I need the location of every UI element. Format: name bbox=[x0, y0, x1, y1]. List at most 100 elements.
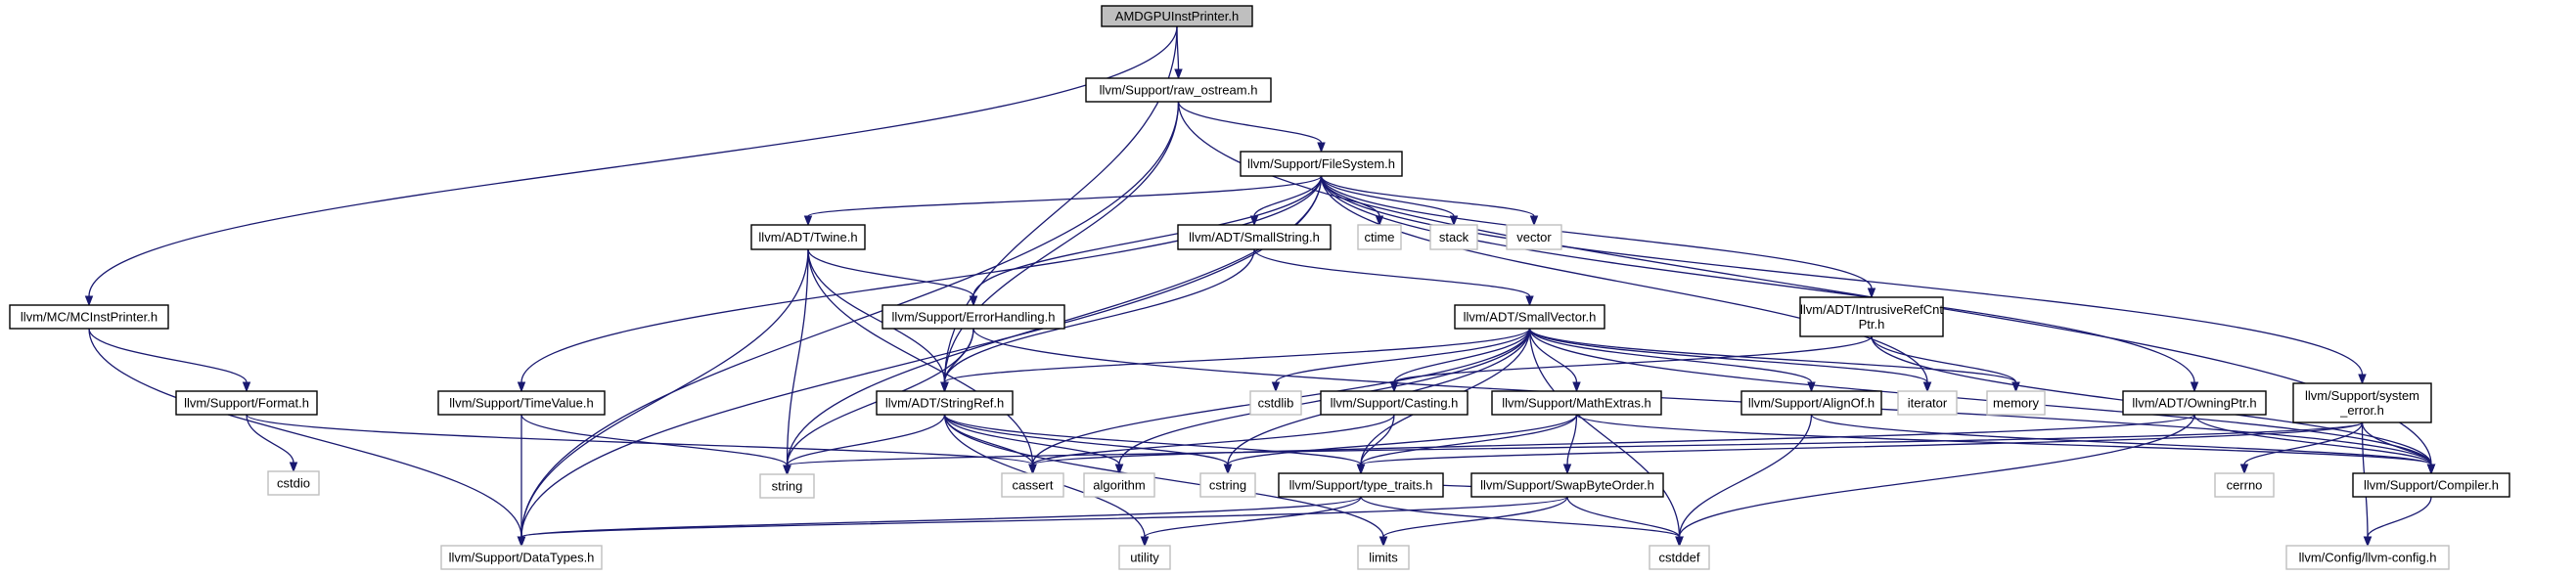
node-errorhandling[interactable]: llvm/Support/ErrorHandling.h bbox=[881, 304, 1065, 330]
node-label: llvm/Support/ErrorHandling.h bbox=[892, 310, 1056, 325]
node-box bbox=[1897, 390, 1958, 416]
edge-arrowhead bbox=[242, 381, 251, 393]
node-label: llvm/ADT/StringRef.h bbox=[885, 396, 1004, 411]
node-stack: stack bbox=[1429, 224, 1478, 250]
node-box bbox=[1506, 224, 1562, 250]
edge-arrowhead bbox=[940, 381, 949, 393]
node-box bbox=[267, 470, 320, 496]
node-string: string bbox=[759, 473, 815, 499]
node-filesystem[interactable]: llvm/Support/FileSystem.h bbox=[1240, 151, 1403, 177]
edge-line bbox=[1320, 175, 1535, 217]
edge-line bbox=[807, 248, 946, 383]
edge-type_traits-to-utility bbox=[1140, 496, 1362, 548]
edge-line bbox=[520, 101, 1180, 538]
edge-arrowhead bbox=[1174, 68, 1183, 80]
node-smallvector[interactable]: llvm/ADT/SmallVector.h bbox=[1454, 304, 1605, 330]
edge-line bbox=[2243, 421, 2364, 465]
node-casting[interactable]: llvm/Support/Casting.h bbox=[1320, 390, 1469, 416]
edge-line bbox=[1227, 414, 1578, 465]
edge-line bbox=[943, 414, 1229, 465]
edge-line bbox=[1320, 175, 2195, 383]
node-label: memory bbox=[1993, 396, 2039, 411]
node-box bbox=[175, 390, 318, 416]
edge-arrowhead bbox=[1529, 215, 1539, 227]
node-box bbox=[759, 473, 815, 499]
edge-line bbox=[1382, 496, 1568, 538]
edge-line bbox=[1528, 328, 1928, 383]
node-box bbox=[2292, 382, 2432, 423]
edge-line bbox=[786, 248, 809, 466]
edge-filesystem-to-system_error bbox=[1320, 175, 2367, 385]
node-box bbox=[1101, 5, 1253, 27]
edge-mathextras-to-compiler bbox=[1575, 414, 2436, 475]
node-box bbox=[1357, 224, 1402, 250]
edge-arrowhead bbox=[1572, 381, 1581, 393]
node-format[interactable]: llvm/Support/Format.h bbox=[175, 390, 318, 416]
node-datatypes: llvm/Support/DataTypes.h bbox=[440, 545, 603, 570]
node-raw_ostream[interactable]: llvm/Support/raw_ostream.h bbox=[1085, 77, 1272, 103]
node-label: llvm/ADT/OwningPtr.h bbox=[2132, 396, 2256, 411]
edge-line bbox=[1031, 414, 2195, 465]
edge-format-to-cstdio bbox=[246, 414, 298, 473]
edge-arrowhead bbox=[1675, 536, 1684, 548]
node-smallstring[interactable]: llvm/ADT/SmallString.h bbox=[1177, 224, 1332, 250]
edge-stringref-to-algorithm bbox=[943, 414, 1124, 475]
edge-arrowhead bbox=[783, 465, 791, 476]
node-mathextras[interactable]: llvm/Support/MathExtras.h bbox=[1491, 390, 1662, 416]
node-label: ctime bbox=[1364, 230, 1394, 244]
node-box bbox=[1001, 472, 1064, 498]
edge-filesystem-to-smallstring bbox=[1249, 175, 1323, 227]
edge-line bbox=[1360, 496, 1681, 538]
edge-line bbox=[1360, 414, 1578, 465]
node-twine[interactable]: llvm/ADT/Twine.h bbox=[750, 224, 866, 250]
node-label: llvm/Support/Format.h bbox=[184, 396, 309, 411]
node-system_error[interactable]: llvm/Support/system_error.h bbox=[2292, 382, 2432, 423]
edge-line bbox=[88, 25, 1178, 297]
node-label: cstdlib bbox=[1258, 396, 1294, 411]
edge-line bbox=[943, 414, 1362, 465]
edge-root-to-mcinstprinter bbox=[84, 25, 1178, 307]
node-timevalue[interactable]: llvm/Support/TimeValue.h bbox=[437, 390, 606, 416]
edge-arrowhead bbox=[969, 295, 978, 307]
node-alignof[interactable]: llvm/Support/AlignOf.h bbox=[1740, 390, 1882, 416]
node-swapbyteorder[interactable]: llvm/Support/SwapByteOrder.h bbox=[1470, 472, 1664, 498]
node-compiler[interactable]: llvm/Support/Compiler.h bbox=[2352, 472, 2510, 498]
node-mcinstprinter[interactable]: llvm/MC/MCInstPrinter.h bbox=[9, 304, 169, 330]
edge-line bbox=[807, 175, 1323, 217]
node-label: llvm/Support/SwapByteOrder.h bbox=[1480, 478, 1654, 493]
node-label: string bbox=[772, 479, 803, 494]
node-stringref[interactable]: llvm/ADT/StringRef.h bbox=[876, 390, 1014, 416]
node-box bbox=[2122, 390, 2267, 416]
edge-line bbox=[786, 414, 946, 466]
node-label: llvm/Support/type_traits.h bbox=[1289, 478, 1433, 493]
edge-mathextras-to-swapbyteorder bbox=[1562, 414, 1578, 475]
edge-arrowhead bbox=[517, 536, 526, 548]
node-ctime: ctime bbox=[1357, 224, 1402, 250]
node-label: cstddef bbox=[1659, 551, 1700, 565]
node-box bbox=[1740, 390, 1882, 416]
edge-line bbox=[1253, 175, 1323, 217]
node-box bbox=[1986, 390, 2046, 416]
edge-line bbox=[1253, 248, 1531, 297]
node-label: _error.h bbox=[2339, 403, 2384, 418]
nodes-layer: AMDGPUInstPrinter.h llvm/Support/raw_ostr… bbox=[9, 5, 2510, 570]
node-root: AMDGPUInstPrinter.h bbox=[1101, 5, 1253, 27]
edge-line bbox=[1528, 328, 2017, 383]
node-type_traits[interactable]: llvm/Support/type_traits.h bbox=[1278, 472, 1444, 498]
node-algorithm: algorithm bbox=[1083, 472, 1155, 498]
node-label: llvm/ADT/SmallString.h bbox=[1189, 230, 1320, 244]
node-cstdio: cstdio bbox=[267, 470, 320, 496]
node-owningptr[interactable]: llvm/ADT/OwningPtr.h bbox=[2122, 390, 2267, 416]
node-box bbox=[1177, 224, 1332, 250]
edge-line bbox=[1144, 496, 1362, 538]
edge-line bbox=[1528, 328, 1578, 383]
edge-arrowhead bbox=[1378, 536, 1388, 548]
edge-line bbox=[1566, 496, 1681, 538]
node-label: AMDGPUInstPrinter.h bbox=[1115, 9, 1239, 23]
edge-system_error-to-compiler bbox=[2361, 421, 2436, 475]
node-vector: vector bbox=[1506, 224, 1562, 250]
node-box bbox=[1491, 390, 1662, 416]
node-label: llvm/Support/TimeValue.h bbox=[449, 396, 593, 411]
edge-line bbox=[1528, 328, 1681, 538]
